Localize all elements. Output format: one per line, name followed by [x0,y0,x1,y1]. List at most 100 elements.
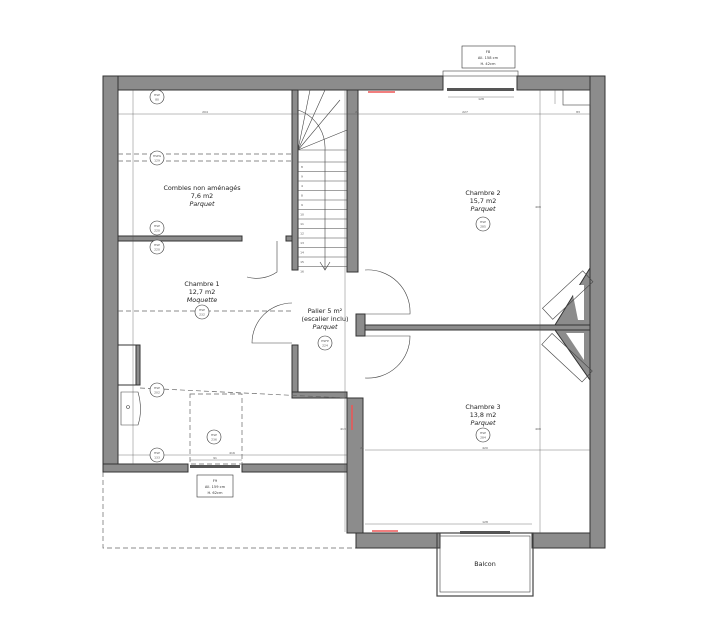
hsp-label: HSP [480,431,486,435]
dim-label: 408 [535,205,541,209]
hsp-value: 284 [480,436,486,440]
room-note: (escalier inclu) [302,315,349,323]
step-number: 15 [300,260,304,264]
hsp-label: HSPG [153,154,162,158]
room-name: Chambre 3 [465,403,500,411]
hsp-value: 80 [155,98,159,102]
window-f8-width: All. 158 cm [478,56,499,60]
hsp-marker: HSP 220 [149,220,165,236]
hsp-circle [475,427,491,443]
stair-step: 9 [298,171,347,179]
dim-label: 204 [202,110,208,114]
step-number: 13 [300,241,304,245]
hsp-label: HSP [154,224,160,228]
hsp-marker: HSP 133 [149,447,165,463]
hsp-marker: HSP 285 [475,216,491,232]
room-palier: Palier 5 m² (escalier inclu) Parquet [302,307,349,331]
hsp-circle [149,150,165,166]
stair-step: 9 [298,199,347,207]
hsp-circle [149,220,165,236]
room-chambre2: Chambre 2 15,7 m2 Parquet [465,189,500,213]
hsp-marker: HSP 202 [149,382,165,398]
stair-step: 14 [298,247,347,255]
hsp-marker: HSP 220 [149,239,165,255]
dim-label: 91 [213,456,217,460]
hsp-marker: HSP 80 [149,89,165,105]
hsp-circle [475,216,491,232]
washbasin [120,391,141,426]
room-floor: Parquet [313,323,338,331]
room-name: Palier 5 m² [308,307,343,315]
red-markers [351,91,398,532]
window-f8: F8 All. 158 cm H. 42cm [442,45,519,91]
walls [102,75,606,549]
stair-step: 16 [298,266,347,274]
window-f9-width: All. 159 cm [205,485,226,489]
room-chambre1: Chambre 1 12,7 m2 Moquette [184,280,219,304]
dim-label: 83 [576,110,580,114]
hsp-marker: HSFP 224 [317,335,333,351]
dim-label: 128 [482,520,488,524]
dim-label: 416 [229,451,235,455]
hsp-circle [194,304,210,320]
hsp-value: 236 [211,438,217,442]
hsp-marker: HSP 236 [206,429,222,445]
hsp-value: 133 [154,456,160,460]
room-combles: Combles non aménagés 7,6 m2 Parquet [163,184,241,208]
hsp-circle [149,239,165,255]
hsp-value: 232 [199,313,205,317]
hsp-value: 285 [480,225,486,229]
stair-step: 11 [298,218,347,226]
room-floor: Moquette [187,296,217,304]
hsp-label: HSP [154,386,160,390]
stair-step: 4 [298,180,347,188]
step-number: 12 [300,232,304,236]
room-name: Combles non aménagés [163,184,241,192]
room-area: 15,7 m2 [470,197,497,205]
step-number: 10 [300,213,304,217]
hsp-circle [206,429,222,445]
room-chambre3: Chambre 3 13,8 m2 Parquet [465,403,500,427]
doors[interactable] [246,241,411,379]
hsp-label: HSP [480,220,486,224]
step-number: 11 [300,222,304,226]
step-number: 4 [301,184,303,188]
room-area: 12,7 m2 [189,288,216,296]
hsp-label: HSP [199,308,205,312]
room-area: 13,8 m2 [470,411,497,419]
hsp-circle [149,89,165,105]
slope-lines [118,153,348,465]
hsp-value: 220 [154,248,160,252]
terrace-outline [102,472,356,549]
dimension-lines: 204 23 227 128 83 408 420 23 413 128 416… [118,90,590,533]
stair-step: 10 [298,209,347,217]
balcony [436,531,534,597]
stair-step: 12 [298,228,347,236]
room-area: 7,6 m2 [191,192,214,200]
room-floor: Parquet [471,419,496,427]
hsp-circle [317,335,333,351]
room-floor: Parquet [471,205,496,213]
room-balcon-name: Balcon [474,560,496,568]
step-number: 8 [301,194,303,198]
hsp-value: 202 [154,391,160,395]
step-number: 8 [301,165,303,169]
dim-label: 128 [478,97,484,101]
window-f8-name: F8 [486,50,491,54]
window-f9: F9 All. 159 cm H. 62cm [190,465,240,498]
hsp-circle [149,447,165,463]
dim-label: 23 [355,110,359,114]
hsp-label: HSP [154,93,160,97]
step-number: 9 [301,175,303,179]
hsp-marker: HSPG 129 [149,150,165,166]
dim-label: 420 [482,446,488,450]
dim-label: 413 [340,427,346,431]
window-f8-height: H. 42cm [481,62,496,66]
stair-step: 13 [298,237,347,245]
hsp-value: 220 [154,229,160,233]
hsp-circle [149,382,165,398]
dim-label: 227 [462,110,468,114]
hsp-label: HSP [211,433,217,437]
